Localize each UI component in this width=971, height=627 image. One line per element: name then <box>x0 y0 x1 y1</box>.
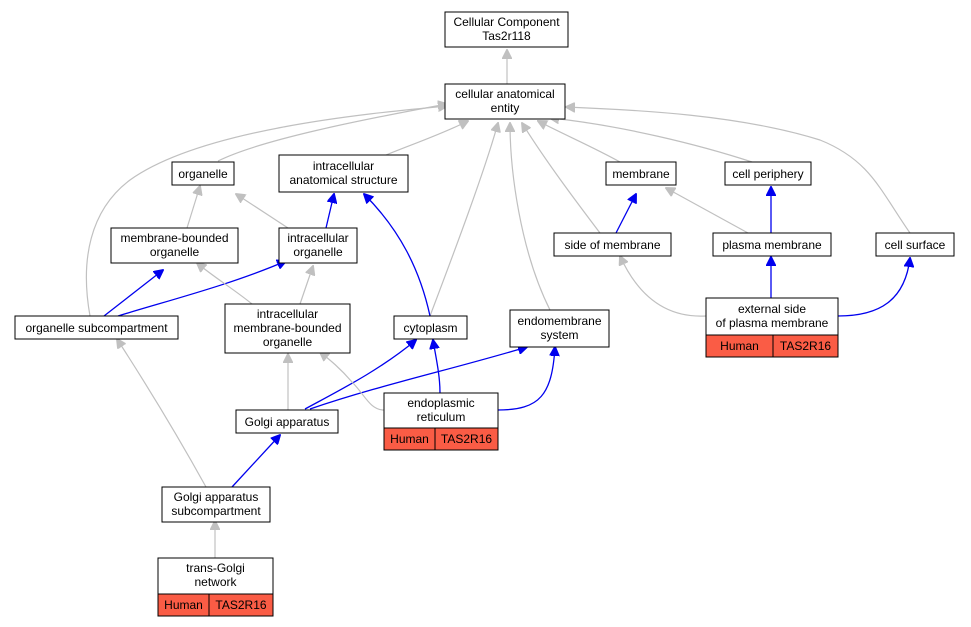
annotation-gene: TAS2R16 <box>215 598 266 612</box>
node-label-line: Tas2r118 <box>482 29 531 43</box>
edge-organelle-cae <box>217 104 447 162</box>
annotation-species: Human <box>390 432 429 446</box>
node-label-line: cellular anatomical <box>455 87 554 101</box>
node-label-line: Golgi apparatus <box>245 415 330 429</box>
node-golgi-apparatus-subcompartment[interactable]: Golgi apparatus subcompartment <box>161 486 271 523</box>
node-organelle-subcompartment[interactable]: organelle subcompartment <box>14 315 179 340</box>
edge-ias-cae <box>385 121 468 156</box>
node-endomembrane-system[interactable]: endomembrane system <box>509 309 610 348</box>
edge-imbo-mbo <box>197 263 253 305</box>
edge-mbo-organelle <box>186 186 200 229</box>
node-label-line: intracellular <box>313 159 374 173</box>
node-label-line: Cellular Component <box>453 15 560 29</box>
node-label-line: intracellular <box>287 231 348 245</box>
node-label-line: Golgi apparatus <box>174 490 259 504</box>
node-cell-surface[interactable]: cell surface <box>875 232 955 257</box>
node-cellular-component-root[interactable]: Cellular Component Tas2r118 <box>444 11 569 48</box>
node-intracellular-membrane-bounded-organelle[interactable]: intracellular membrane-bounded organelle <box>224 303 351 354</box>
node-label-line: intracellular <box>257 307 318 321</box>
edge-cytoplasm-ias <box>364 194 431 317</box>
edge-surface-cae <box>566 107 911 234</box>
node-label-line: organelle <box>178 167 228 181</box>
edges <box>85 50 911 558</box>
edge-os-cae <box>85 106 447 317</box>
node-label-line: entity <box>491 101 520 115</box>
edge-imbo-io <box>299 266 313 305</box>
edge-endo-cae <box>510 123 551 311</box>
node-label-line: membrane-bounded <box>120 231 228 245</box>
node-cellular-anatomical-entity[interactable]: cellular anatomical entity <box>444 83 566 120</box>
annotation-species: Human <box>164 598 203 612</box>
nodes: Cellular Component Tas2r118 cellular ana… <box>14 11 955 617</box>
node-label-line: organelle <box>150 245 200 259</box>
edge-periphery-cae <box>550 118 753 163</box>
edge-golgi-cytoplasm <box>304 340 416 410</box>
annotation-gene: TAS2R16 <box>780 339 831 353</box>
node-membrane-bounded-organelle[interactable]: membrane-bounded organelle <box>110 227 239 264</box>
node-label-line: membrane <box>612 167 670 181</box>
edge-er-imbo <box>320 352 385 411</box>
node-label-line: system <box>540 328 578 342</box>
node-label-line: endomembrane <box>517 314 601 328</box>
node-label-line: of plasma membrane <box>716 316 829 330</box>
node-label-line: network <box>194 575 237 589</box>
node-side-of-membrane[interactable]: side of membrane <box>553 232 672 257</box>
edge-cytoplasm-cae <box>429 123 498 317</box>
node-label-line: anatomical structure <box>289 173 397 187</box>
edge-golgi-endo <box>309 347 527 410</box>
node-label-line: organelle <box>293 245 343 259</box>
node-endoplasmic-reticulum[interactable]: endoplasmic reticulum Human TAS2R16 <box>383 392 499 451</box>
node-cell-periphery[interactable]: cell periphery <box>724 161 812 186</box>
edge-os-mbo <box>103 270 163 317</box>
node-membrane[interactable]: membrane <box>605 161 677 186</box>
node-label-line: cytoplasm <box>403 321 457 335</box>
annotation-species: Human <box>720 339 759 353</box>
node-label-line: membrane-bounded <box>233 321 341 335</box>
node-label-line: plasma membrane <box>722 238 822 252</box>
node-plasma-membrane[interactable]: plasma membrane <box>712 232 832 257</box>
node-cytoplasm[interactable]: cytoplasm <box>393 315 468 340</box>
edge-som-cae <box>522 123 601 234</box>
node-label-line: cell periphery <box>732 167 803 181</box>
edge-er-cytoplasm <box>433 340 441 394</box>
node-label-line: endoplasmic <box>407 396 474 410</box>
edge-som-membrane <box>615 194 636 234</box>
edge-er-endo <box>497 347 555 411</box>
node-label-line: cell surface <box>885 238 946 252</box>
node-label-line: trans-Golgi <box>186 561 245 575</box>
node-golgi-apparatus[interactable]: Golgi apparatus <box>235 409 339 434</box>
node-external-side-of-plasma-membrane[interactable]: external side of plasma membrane Human T… <box>705 297 839 358</box>
node-label-line: organelle <box>263 335 313 349</box>
node-label-line: external side <box>738 302 806 316</box>
edge-membrane-cae <box>538 121 621 163</box>
node-label-line: side of membrane <box>564 238 660 252</box>
edge-espm-som <box>620 256 707 317</box>
annotation-gene-cell <box>208 593 274 617</box>
node-trans-golgi-network[interactable]: trans-Golgi network Human TAS2R16 <box>157 557 274 617</box>
node-label-line: reticulum <box>417 410 466 424</box>
edge-pm-membrane <box>666 188 749 234</box>
annotation-gene-cell <box>772 334 839 358</box>
node-intracellular-organelle[interactable]: intracellular organelle <box>278 227 358 264</box>
node-label-line: organelle subcompartment <box>25 321 168 335</box>
edge-os-io <box>117 261 286 317</box>
edge-io-organelle <box>236 194 289 229</box>
edge-io-ias <box>325 194 334 229</box>
node-label-line: subcompartment <box>171 504 261 518</box>
node-organelle[interactable]: organelle <box>171 161 235 186</box>
edge-gas-os <box>117 339 207 488</box>
annotation-gene-cell <box>434 427 499 451</box>
annotation-gene: TAS2R16 <box>441 432 492 446</box>
edge-gas-golgi <box>231 435 280 488</box>
node-intracellular-anatomical-structure[interactable]: intracellular anatomical structure <box>278 154 409 193</box>
edge-espm-surface <box>837 258 910 317</box>
